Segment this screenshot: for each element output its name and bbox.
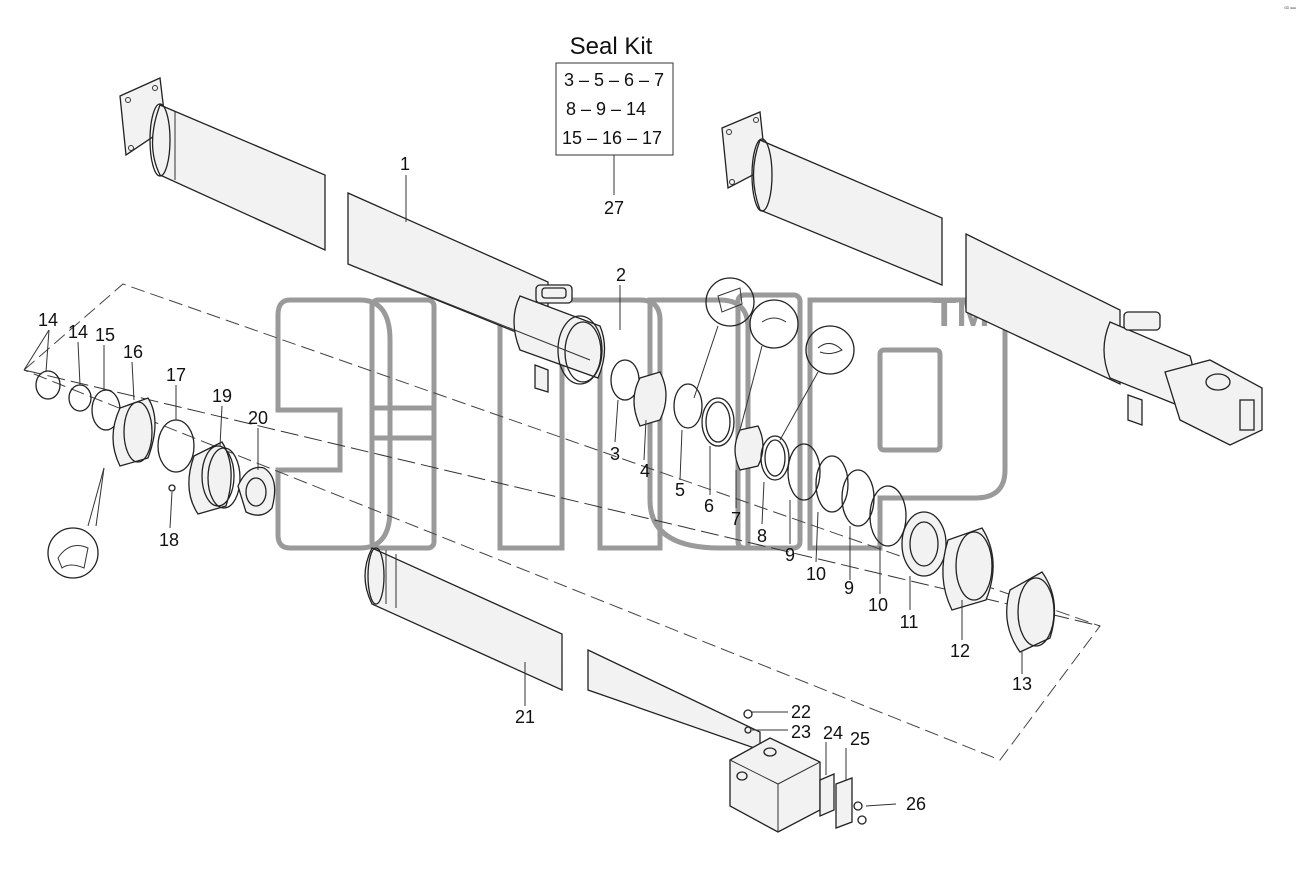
ring-9a: [787, 443, 821, 501]
plate-25: [835, 777, 853, 829]
callout-25: 25: [850, 729, 870, 749]
detail-view-8: [805, 325, 855, 375]
seal-5: [673, 383, 703, 429]
bearing-12: [942, 527, 994, 611]
callout-10b: 10: [868, 595, 888, 615]
callout-16: 16: [123, 342, 143, 362]
callout-21: 21: [515, 707, 535, 727]
callout-20: 20: [248, 408, 268, 428]
callout-labels: 1 2 3 4 5 6 7 8 9 9 10 10 11 12 13 14 14…: [38, 154, 1032, 814]
seal-8: [760, 435, 790, 481]
cylinder-tube-top-left: [119, 77, 326, 252]
assembly-axis: [23, 283, 1101, 761]
callout-8: 8: [757, 526, 767, 546]
callout-1: 1: [400, 154, 410, 174]
seal-kit-row-1: 3 – 5 – 6 – 7: [564, 70, 664, 90]
bushing-7: [734, 425, 764, 471]
callout-7: 7: [731, 509, 741, 529]
ring-17: [157, 419, 195, 473]
o-ring-14b: [68, 384, 92, 412]
callout-6: 6: [704, 496, 714, 516]
callout-2: 2: [616, 265, 626, 285]
seal-kit-number: 27: [604, 198, 624, 218]
ring-10b: [869, 485, 907, 547]
cylinder-assembly-top-right: [721, 111, 1263, 446]
nut-20: [237, 466, 276, 516]
seal-6: [701, 397, 735, 447]
seal-parts: [35, 277, 1056, 653]
callout-14b: 14: [68, 322, 88, 342]
bushing-13: [1006, 571, 1056, 653]
valve-block: [729, 709, 867, 833]
bolt-26a: [853, 801, 863, 811]
seal-kit-row-3: 15 – 16 – 17: [562, 128, 662, 148]
callout-12: 12: [950, 641, 970, 661]
callout-15: 15: [95, 325, 115, 345]
piston-rod-21: [364, 547, 761, 751]
ring-10a: [815, 455, 849, 513]
callout-10a: 10: [806, 564, 826, 584]
bushing-16: [112, 397, 156, 467]
plug-22: [743, 709, 753, 719]
seal-kit-title: Seal Kit: [570, 33, 653, 60]
callout-4: 4: [640, 461, 650, 481]
callout-22: 22: [791, 702, 811, 722]
gasket-24: [819, 773, 835, 817]
detail-view-7: [749, 299, 799, 349]
ring-9b: [841, 469, 875, 527]
bushing-4: [633, 371, 667, 427]
callout-5: 5: [675, 480, 685, 500]
piston-19: [188, 441, 232, 515]
callout-18: 18: [159, 530, 179, 550]
o-ring-14a: [35, 370, 61, 400]
callout-19: 19: [212, 386, 232, 406]
callout-26: 26: [906, 794, 926, 814]
bolt-26b: [857, 815, 867, 825]
pin-18: [168, 484, 176, 492]
washer-23: [744, 726, 752, 734]
washer-11: [901, 511, 947, 577]
seal-kit-box: Seal Kit 3 – 5 – 6 – 7 8 – 9 – 14 15 – 1…: [555, 33, 674, 218]
callout-9a: 9: [785, 545, 795, 565]
seal-kit-row-2: 8 – 9 – 14: [566, 99, 646, 119]
corner-mark: ᴳᴰ ᵉᵉᵉ: [1284, 6, 1296, 12]
callout-13: 13: [1012, 674, 1032, 694]
callout-9b: 9: [844, 578, 854, 598]
detail-view-16: [47, 527, 99, 579]
callout-11: 11: [900, 612, 919, 632]
cylinder-barrel-2: [347, 263, 606, 393]
callout-23: 23: [791, 722, 811, 742]
detail-view-5: [705, 277, 755, 327]
callout-24: 24: [823, 723, 843, 743]
callout-14a: 14: [38, 310, 58, 330]
callout-3: 3: [610, 444, 620, 464]
leader-lines: [23, 175, 1023, 807]
callout-17: 17: [166, 365, 186, 385]
